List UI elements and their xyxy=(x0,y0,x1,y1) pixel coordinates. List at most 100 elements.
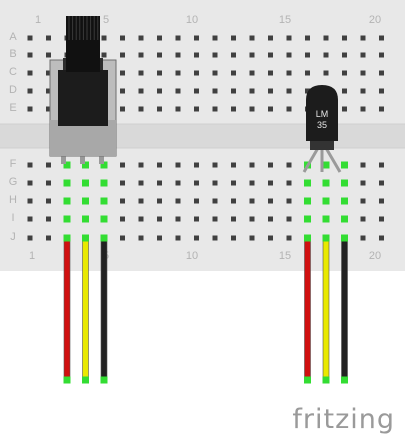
breadboard-hole[interactable] xyxy=(324,36,329,41)
breadboard-hole[interactable] xyxy=(231,236,236,241)
breadboard-hole[interactable] xyxy=(120,89,125,94)
breadboard-hole[interactable] xyxy=(287,181,292,186)
breadboard-hole[interactable] xyxy=(379,217,384,222)
breadboard-hole[interactable] xyxy=(250,236,255,241)
breadboard-hole[interactable] xyxy=(250,181,255,186)
breadboard-hole[interactable] xyxy=(213,181,218,186)
wire[interactable] xyxy=(323,238,329,380)
breadboard-hole[interactable] xyxy=(120,36,125,41)
breadboard-hole[interactable] xyxy=(379,107,384,112)
breadboard-hole[interactable] xyxy=(379,236,384,241)
breadboard-hole[interactable] xyxy=(157,53,162,58)
breadboard-hole[interactable] xyxy=(139,36,144,41)
breadboard-hole[interactable] xyxy=(361,199,366,204)
breadboard-hole[interactable] xyxy=(176,163,181,168)
breadboard-hole[interactable] xyxy=(120,236,125,241)
breadboard-hole[interactable] xyxy=(120,217,125,222)
breadboard-hole[interactable] xyxy=(157,181,162,186)
breadboard-hole[interactable] xyxy=(268,36,273,41)
breadboard-hole[interactable] xyxy=(250,36,255,41)
breadboard-hole[interactable] xyxy=(268,89,273,94)
breadboard-hole[interactable] xyxy=(324,53,329,58)
breadboard-hole[interactable] xyxy=(176,53,181,58)
breadboard-hole[interactable] xyxy=(120,71,125,76)
breadboard-hole[interactable] xyxy=(157,163,162,168)
breadboard-hole[interactable] xyxy=(213,236,218,241)
wire[interactable] xyxy=(342,238,348,380)
breadboard-hole[interactable] xyxy=(194,217,199,222)
breadboard-hole[interactable] xyxy=(120,199,125,204)
breadboard-hole[interactable] xyxy=(157,217,162,222)
breadboard-hole[interactable] xyxy=(342,36,347,41)
breadboard-hole[interactable] xyxy=(287,163,292,168)
breadboard-hole[interactable] xyxy=(287,199,292,204)
breadboard-hole[interactable] xyxy=(139,163,144,168)
breadboard-hole[interactable] xyxy=(102,53,107,58)
breadboard-hole[interactable] xyxy=(213,163,218,168)
wire[interactable] xyxy=(83,238,89,380)
breadboard-hole[interactable] xyxy=(342,53,347,58)
breadboard-hole[interactable] xyxy=(305,53,310,58)
breadboard-hole[interactable] xyxy=(231,181,236,186)
breadboard-hole[interactable] xyxy=(231,163,236,168)
breadboard-hole[interactable] xyxy=(268,107,273,112)
breadboard-hole[interactable] xyxy=(250,53,255,58)
breadboard-hole[interactable] xyxy=(250,163,255,168)
breadboard-hole[interactable] xyxy=(231,36,236,41)
breadboard-hole[interactable] xyxy=(157,199,162,204)
breadboard-hole[interactable] xyxy=(28,163,33,168)
breadboard-hole[interactable] xyxy=(361,217,366,222)
breadboard-hole[interactable] xyxy=(213,107,218,112)
breadboard-hole[interactable] xyxy=(379,199,384,204)
breadboard-hole[interactable] xyxy=(28,199,33,204)
wire[interactable] xyxy=(305,238,311,380)
breadboard-hole[interactable] xyxy=(231,107,236,112)
breadboard-hole[interactable] xyxy=(379,181,384,186)
breadboard-hole[interactable] xyxy=(28,181,33,186)
breadboard-hole[interactable] xyxy=(287,53,292,58)
wire[interactable] xyxy=(101,238,107,380)
breadboard-hole[interactable] xyxy=(361,89,366,94)
breadboard-hole[interactable] xyxy=(287,36,292,41)
breadboard-hole[interactable] xyxy=(268,236,273,241)
breadboard-hole[interactable] xyxy=(157,36,162,41)
breadboard-hole[interactable] xyxy=(176,199,181,204)
breadboard-hole[interactable] xyxy=(194,181,199,186)
breadboard-hole[interactable] xyxy=(28,236,33,241)
breadboard-hole[interactable] xyxy=(231,217,236,222)
breadboard-hole[interactable] xyxy=(139,236,144,241)
breadboard-hole[interactable] xyxy=(194,53,199,58)
breadboard-hole[interactable] xyxy=(46,36,51,41)
breadboard-hole[interactable] xyxy=(231,199,236,204)
breadboard-hole[interactable] xyxy=(268,163,273,168)
breadboard-hole[interactable] xyxy=(157,107,162,112)
breadboard-hole[interactable] xyxy=(139,181,144,186)
breadboard-hole[interactable] xyxy=(213,53,218,58)
breadboard-hole[interactable] xyxy=(139,217,144,222)
breadboard-hole[interactable] xyxy=(46,53,51,58)
breadboard-hole[interactable] xyxy=(268,217,273,222)
breadboard-hole[interactable] xyxy=(379,71,384,76)
breadboard-hole[interactable] xyxy=(194,236,199,241)
breadboard-hole[interactable] xyxy=(287,217,292,222)
breadboard-hole[interactable] xyxy=(120,107,125,112)
breadboard-hole[interactable] xyxy=(120,163,125,168)
breadboard-hole[interactable] xyxy=(139,71,144,76)
breadboard-hole[interactable] xyxy=(28,107,33,112)
breadboard-hole[interactable] xyxy=(176,107,181,112)
breadboard-hole[interactable] xyxy=(194,199,199,204)
breadboard-hole[interactable] xyxy=(176,217,181,222)
breadboard-hole[interactable] xyxy=(28,217,33,222)
breadboard-hole[interactable] xyxy=(361,181,366,186)
breadboard-hole[interactable] xyxy=(250,89,255,94)
breadboard-hole[interactable] xyxy=(120,181,125,186)
breadboard-hole[interactable] xyxy=(231,53,236,58)
breadboard-hole[interactable] xyxy=(194,163,199,168)
breadboard-hole[interactable] xyxy=(305,36,310,41)
breadboard-hole[interactable] xyxy=(194,36,199,41)
breadboard-hole[interactable] xyxy=(287,236,292,241)
breadboard-hole[interactable] xyxy=(379,163,384,168)
breadboard-hole[interactable] xyxy=(379,53,384,58)
breadboard-hole[interactable] xyxy=(231,71,236,76)
breadboard-hole[interactable] xyxy=(28,89,33,94)
